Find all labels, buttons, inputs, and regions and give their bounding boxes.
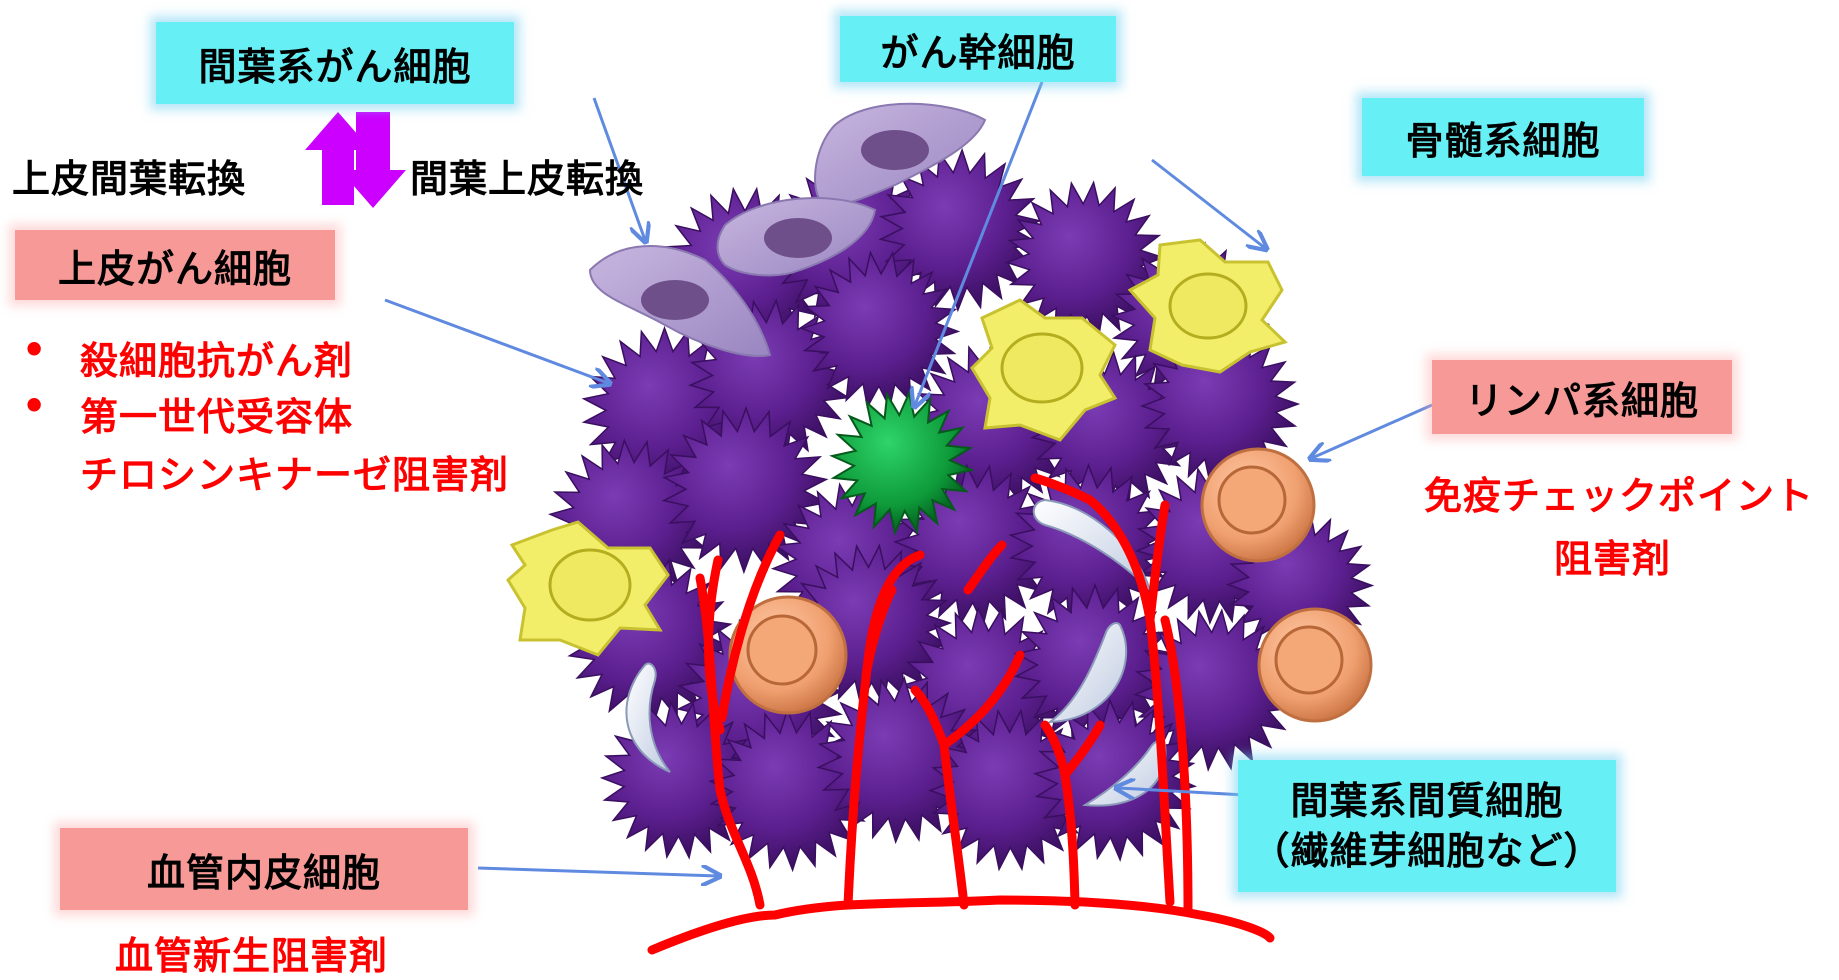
label-met: 間葉上皮転換: [410, 148, 644, 203]
bullet-cytotoxic: •: [22, 328, 47, 372]
lymphoid-cell-icon: [1259, 609, 1371, 721]
label-lymphoid-cell: リンパ系細胞: [1432, 360, 1732, 434]
label-mesenchymal-stromal-cell: 間葉系間質細胞 （繊維芽細胞など）: [1238, 760, 1616, 892]
label-vascular-endothelial-cell: 血管内皮細胞: [60, 828, 468, 910]
label-stromal-line1: 間葉系間質細胞: [1290, 776, 1563, 826]
label-emt: 上皮間葉転換: [12, 148, 246, 203]
drug-checkpoint-line2: 阻害剤: [1554, 528, 1671, 583]
label-stromal-line2: （繊維芽細胞など）: [1251, 826, 1602, 876]
drug-tki-line2: チロシンキナーゼ阻害剤: [80, 444, 509, 499]
label-mesenchymal-cancer-cell: 間葉系がん細胞: [156, 22, 514, 104]
bullet-tki: •: [22, 384, 47, 428]
arrow-epithelial: [385, 300, 608, 383]
drug-checkpoint-line1: 免疫チェックポイント: [1424, 465, 1814, 520]
arrow-myeloid: [1152, 160, 1265, 248]
label-myeloid-cell: 骨髄系細胞: [1362, 98, 1644, 176]
arrow-lymphoid: [1312, 405, 1432, 458]
drug-tki-line1: 第一世代受容体: [80, 386, 353, 441]
drug-cytotoxic: 殺細胞抗がん剤: [80, 330, 353, 385]
arrow-endothelial: [478, 868, 718, 876]
label-epithelial-cancer-cell: 上皮がん細胞: [15, 230, 335, 300]
label-cancer-stem-cell: がん幹細胞: [840, 16, 1116, 82]
lymphoid-cell-icon: [1202, 449, 1314, 561]
